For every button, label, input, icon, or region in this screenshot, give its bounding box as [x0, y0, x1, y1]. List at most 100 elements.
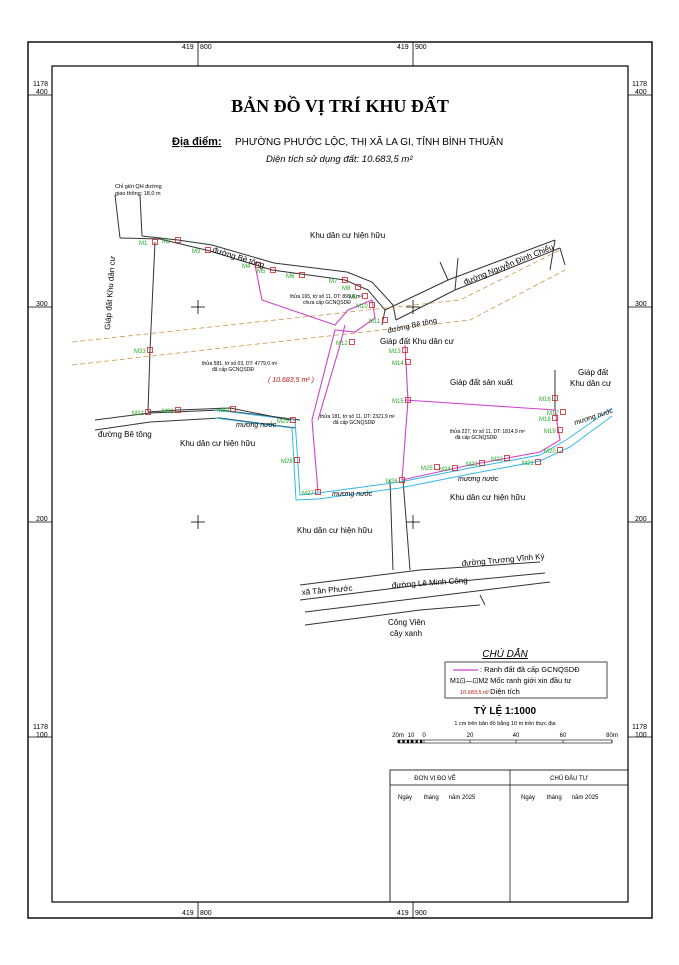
grid-label-left-300: 300	[36, 301, 48, 308]
marker-box-m1	[152, 239, 158, 245]
grid-label-bottom-419b: 419	[397, 910, 409, 917]
marker-box-m25	[434, 464, 440, 470]
ditch	[214, 407, 613, 501]
signature-col1-date: Ngày tháng năm 2025	[398, 795, 476, 801]
marker-box-m4	[255, 262, 261, 268]
label-parcel-165-2: chưa cấp GCNQSDĐ	[303, 300, 351, 306]
scale-title: TỶ LỆ 1:1000	[474, 704, 537, 717]
marker-label-m9: M9	[349, 295, 358, 301]
marker-label-m24: M24	[439, 467, 451, 473]
label-kdc-left-mid: Khu dân cư hiện hữu	[180, 439, 255, 448]
marker-box-m11	[382, 317, 388, 323]
planning-lines	[71, 249, 566, 366]
grid-label-bottom-800: 800	[200, 910, 212, 917]
grid-label-right-1178b: 1178	[632, 724, 647, 731]
scale-tick-label: 80m	[606, 733, 618, 739]
label-cong-vien-2: cây xanh	[390, 629, 422, 638]
outer-frame	[27, 41, 653, 919]
marker-box-m3	[205, 247, 211, 253]
label-xa-tan-phuoc: xã Tân Phước	[301, 584, 353, 597]
label-nguyen-dinh-chieu: đường Nguyễn Đình Chiểu	[462, 243, 554, 287]
signature-box	[389, 769, 629, 903]
label-cong-vien-1: Công Viên	[388, 618, 425, 627]
location-label: Địa điểm:	[172, 136, 222, 148]
roads	[94, 194, 566, 626]
area-text: Diện tích sử dụng đất: 10.683,5 m²	[266, 154, 413, 165]
marker-box-m26	[399, 477, 405, 483]
marker-label-m26: M26	[386, 479, 398, 485]
marker-box-m15	[405, 397, 411, 403]
grid-ticks	[28, 42, 652, 918]
label-muong-nuoc-2: mương nước	[332, 491, 373, 498]
marker-label-m29: M29	[277, 419, 289, 425]
scale-tick-label: 0	[422, 733, 426, 739]
marker-label-m7: M7	[329, 279, 338, 285]
marker-box-m24	[452, 465, 458, 471]
marker-label-m8: M8	[342, 286, 351, 292]
grid-label-top-419: 419	[182, 44, 194, 51]
chi-gioi-label-2: giao thông: 18,0 m	[115, 191, 161, 197]
label-truong-vinh-ky: đường Trương Vĩnh Ký	[461, 552, 544, 568]
marker-box-m21	[535, 459, 541, 465]
label-giap-dat-sx: Giáp đất sản xuất	[450, 378, 513, 387]
label-duong-be-tong-top: đường Bê tông	[211, 245, 265, 269]
marker-label-m25: M25	[421, 466, 433, 472]
label-parcel-227-2: đã cấp GCNQSDĐ	[455, 435, 497, 441]
scale-tick-label: 40	[513, 733, 520, 739]
label-giap-dat-kdc-left: Giáp đất Khu dân cư	[103, 255, 117, 330]
marker-label-m13: M13	[389, 349, 401, 355]
scale-bar-segment	[398, 740, 401, 743]
marker-label-m16: M16	[539, 397, 551, 403]
grid-label-top-800: 800	[200, 44, 212, 51]
scale-bar-segment	[415, 740, 418, 743]
scale-tick-label: 20	[467, 733, 474, 739]
marker-box-m14	[405, 359, 411, 365]
label-kdc-top: Khu dân cư hiện hữu	[310, 231, 385, 240]
marker-box-m23	[479, 460, 485, 466]
marker-box-m30	[230, 406, 236, 412]
marker-box-m28	[294, 457, 300, 463]
label-parcel-227-1: thửa 227, tờ số 11, DT: 1814.9 m²	[450, 428, 525, 435]
label-giap-dat-right-1: Giáp đất	[578, 368, 609, 377]
grid-label-right-1178a: 1178	[632, 81, 647, 88]
marker-label-m11: M11	[369, 319, 381, 325]
scale-bar-segment	[406, 740, 409, 743]
marker-box-m32	[145, 409, 151, 415]
marker-label-m27: M27	[302, 491, 314, 497]
marker-box-m13	[402, 347, 408, 353]
label-kdc-bottom-mid: Khu dân cư hiện hữu	[297, 526, 372, 535]
marker-label-m31: M31	[162, 409, 174, 415]
label-giap-dat-kdc-mid: Giáp đất Khu dân cư	[380, 337, 454, 346]
marker-label-m28: M28	[281, 459, 293, 465]
signature-col2-title: CHỦ ĐẦU TƯ	[550, 775, 588, 782]
label-parcel-181-2: đã cấp GCNQSDĐ	[333, 420, 375, 426]
marker-label-m19: M19	[544, 429, 556, 435]
legend-item-3-symbol: 10.683,5 m²	[460, 690, 490, 696]
legend-item-2: : Mốc ranh giới xin đầu tư	[486, 676, 571, 685]
scale-block: TỶ LỆ 1:1000 1 cm trên bản đồ bằng 10 m …	[392, 704, 618, 744]
marker-box-m17	[560, 409, 566, 415]
signature-col2-date: Ngày tháng năm 2025	[521, 795, 599, 801]
grid-label-right-400: 400	[635, 89, 647, 96]
marker-label-m22: M22	[491, 457, 503, 463]
granted-boundary	[254, 264, 561, 493]
marker-box-m31	[175, 407, 181, 413]
scale-bar-segment	[411, 740, 414, 743]
marker-label-m20: M20	[544, 449, 556, 455]
label-duong-be-tong-right: đường Bê tông	[387, 316, 438, 335]
label-area-center: ( 10.683,5 m² )	[268, 377, 314, 384]
label-parcel-181-1: thửa 181, tờ số 11, DT: 2321.9 m²	[320, 413, 395, 420]
label-parcel-581-2: đã cấp GCNQSDĐ	[212, 367, 254, 373]
scale-bar-segment	[402, 740, 405, 743]
label-muong-nuoc-4: mương nước	[573, 408, 614, 427]
grid-label-bottom-419: 419	[182, 910, 194, 917]
legend-item-1: : Ranh đất đã cấp GCNQSDĐ	[480, 665, 580, 674]
scale-tick-label: 20m	[392, 733, 404, 739]
scale-tick-label: 10	[408, 733, 415, 739]
marker-box-m8	[355, 284, 361, 290]
label-duong-be-tong-left: đường Bê tông	[98, 430, 152, 439]
label-muong-nuoc-1: mương nước	[236, 422, 277, 429]
label-le-minh-cong: đường Lê Minh Công	[392, 576, 468, 590]
map-title: BẢN ĐỒ VỊ TRÍ KHU ĐẤT	[231, 95, 449, 116]
